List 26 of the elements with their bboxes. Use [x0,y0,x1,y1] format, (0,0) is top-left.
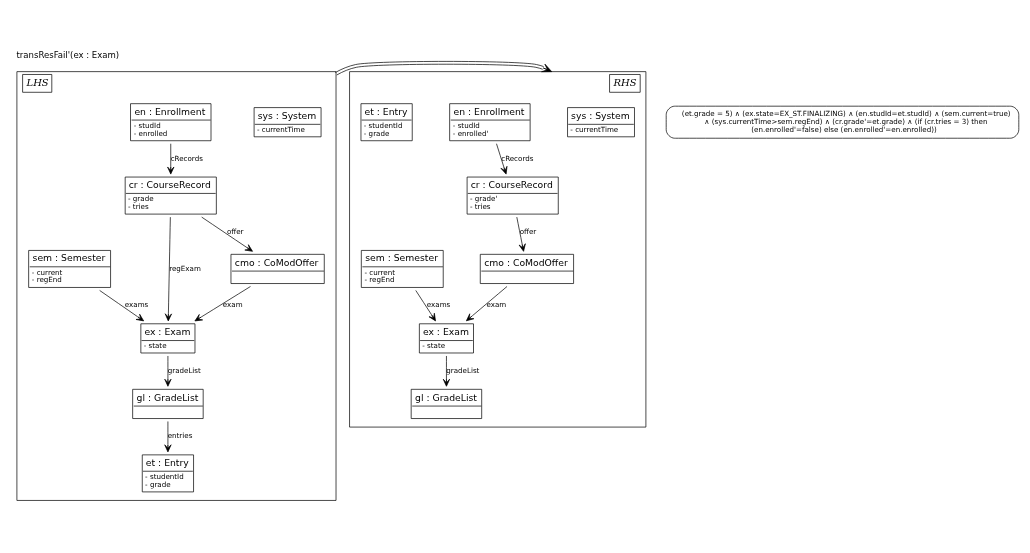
arrow [466,285,508,321]
diagram-title: transResFail'(ex : Exam) [16,49,120,60]
edge-label: exam [222,299,243,309]
arrow [167,142,175,174]
arrow [334,60,553,75]
edge-label: exams [124,299,149,309]
arrow [496,142,508,174]
edge-label: offer [519,226,537,236]
arrow [516,216,526,252]
edge-label: entries [167,430,193,440]
edge-label: offer [226,226,244,236]
arrow [201,216,253,252]
edge-label: exams [426,299,451,309]
arrow [99,289,145,321]
edge-label: regExam [169,263,201,273]
arrow [164,355,172,387]
edge-label: exam [486,299,507,309]
edge-label: cRecords [170,153,203,163]
arrow [415,289,436,321]
edge-label: cRecords [501,153,534,163]
node-box: (et.grade = 5) ∧ (ex.state=EX_ST.FINALIZING) ∧ (en.studId=et.studId) ∧ (sem.current=true) ∧ (sys.currentTime>sem.regEnd) ∧ (cr.grade'=et.grade) ∧ (if (cr.tries = 3) then (en.enrolled'=false) else (en.enrolled'=en.enrolled)) [665,105,1020,139]
arrow [164,420,172,452]
arrow [442,355,450,387]
arrow [194,285,251,321]
edge-label: gradeList [167,365,201,375]
arrow [164,216,172,321]
